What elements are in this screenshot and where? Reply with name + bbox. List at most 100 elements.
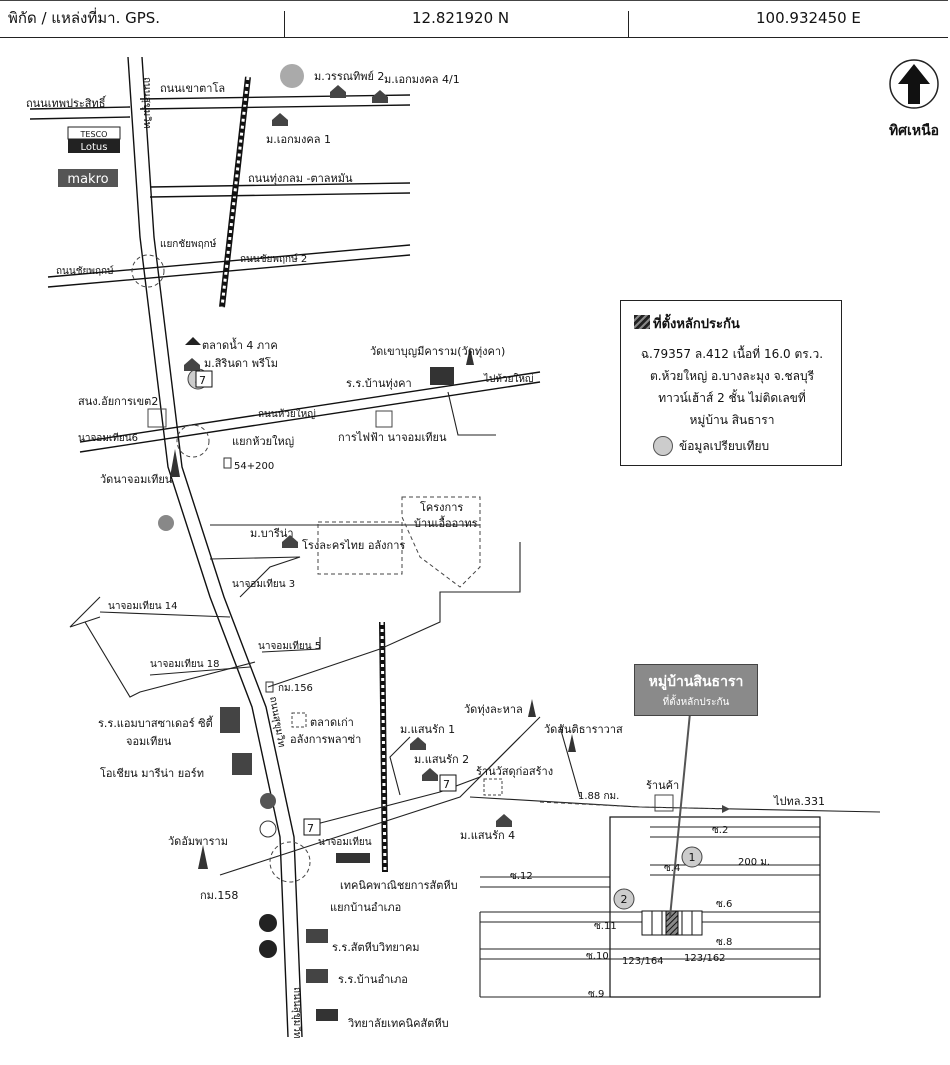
road-label: นาจอมเทียน 18 bbox=[150, 658, 220, 670]
place-label: กม.156 bbox=[278, 683, 313, 694]
callout-pointer bbox=[669, 712, 691, 918]
coordinate-header: พิกัด / แหล่งที่มา. GPS. 12.821920 N 100… bbox=[0, 0, 948, 38]
place-label: ร้านค้า bbox=[646, 779, 679, 792]
place-label: การไฟฟ้า นาจอมเทียน bbox=[338, 431, 447, 444]
legend-panel: ที่ตั้งหลักประกัน ฉ.79357 ล.412 เนื้อที่… bbox=[620, 300, 842, 466]
place-label: วิทยาลัยเทคนิคสัตหีบ bbox=[347, 1017, 448, 1030]
road-label: ถนนสุขุมวิท bbox=[141, 77, 152, 128]
place-label: ม.สิรินดา พรีโม bbox=[204, 356, 278, 370]
north-label: ทิศเหนือ bbox=[888, 123, 940, 139]
soi-label: ซ.10 bbox=[586, 951, 609, 962]
road-label: ถนนเขาตาโล bbox=[160, 81, 225, 95]
building-icon bbox=[220, 367, 454, 1021]
huai-yai-junction bbox=[176, 424, 210, 458]
soi-label: ซ.2 bbox=[712, 825, 728, 836]
place-label: ม.แสนรัก 4 bbox=[460, 829, 515, 842]
place-label: วัดสันติธาราวาส bbox=[544, 723, 623, 736]
north-indicator: ทิศเหนือ bbox=[884, 58, 944, 139]
place-label: ร้านวัสดุก่อสร้าง bbox=[476, 765, 553, 778]
distance-label: 1.88 กม. bbox=[578, 791, 619, 802]
compare-circle-icon bbox=[653, 436, 673, 456]
place-label: ม.แสนรัก 1 bbox=[400, 723, 455, 736]
soi-label: ซ.4 bbox=[664, 863, 680, 874]
place-label: ร.ร.บ้านอำเภอ bbox=[338, 973, 408, 986]
place-label: แยกบ้านอำเภอ bbox=[330, 901, 401, 914]
place-label: ร.ร.บ้านทุ่งคา bbox=[346, 377, 412, 390]
svg-text:TESCO: TESCO bbox=[80, 130, 108, 139]
place-label: ร.ร.สัตหีบวิทยาคม bbox=[332, 941, 420, 954]
distance-route bbox=[539, 801, 731, 810]
marker-box-icon bbox=[147, 408, 674, 812]
place-label: วัดเขาบุญมีคาราม(วัดทุ่งคา) bbox=[370, 345, 505, 358]
km-marker-icon bbox=[223, 457, 274, 693]
header-divider bbox=[284, 11, 285, 37]
road-label: ถนนสุขุมวิท bbox=[267, 696, 287, 749]
soi-label: ซ.11 bbox=[594, 921, 617, 932]
seven-eleven-icon: 7 7 7 bbox=[195, 370, 457, 836]
place-label: ม.บารีน่า bbox=[250, 527, 294, 540]
road-label: นาจอมเทียน 14 bbox=[108, 600, 178, 612]
location-map: 1 2 3 7 bbox=[26, 56, 881, 1038]
place-label: กม.158 bbox=[200, 889, 238, 902]
railway-line bbox=[219, 76, 388, 873]
place-label: สนง.อัยการเขต2 bbox=[78, 395, 158, 408]
road-label: ถนนทุ่งกลม -ตาลหมัน bbox=[248, 172, 353, 185]
svg-text:2: 2 bbox=[621, 893, 628, 906]
legend-title: ที่ตั้งหลักประกัน bbox=[653, 317, 740, 332]
project-boundary bbox=[401, 496, 481, 588]
makro-logo: makro bbox=[58, 169, 118, 187]
svg-text:7: 7 bbox=[307, 822, 314, 835]
road-label: นาจอมเทียน 3 bbox=[232, 578, 295, 590]
road-label: นาจอมเทียน 5 bbox=[258, 640, 321, 652]
temple-icon bbox=[170, 337, 576, 869]
road-label: นาจอมเทียน bbox=[318, 836, 372, 848]
place-label: วัดอัมพาราม bbox=[168, 835, 228, 848]
house-number-label: 123/164 bbox=[622, 956, 664, 967]
road-network bbox=[29, 94, 881, 888]
soi-label: ซ.8 bbox=[716, 937, 732, 948]
tesco-lotus-logo: TESCO Lotus bbox=[67, 126, 121, 153]
north-arrow-icon bbox=[889, 59, 939, 109]
road-label: ถนนชัยพฤกษ์ bbox=[56, 265, 114, 277]
svg-text:makro: makro bbox=[67, 172, 108, 187]
place-label: อลังการพลาซ่า bbox=[290, 733, 361, 746]
place-label: เทคนิคพาณิชยการสัตหีบ bbox=[340, 879, 458, 892]
road-label: ไปห้วยใหญ่ bbox=[483, 373, 533, 385]
place-label: ตลาดน้ำ 4 ภาค bbox=[202, 337, 278, 352]
road-label: ถนนเทพประสิทธิ์ bbox=[26, 95, 107, 110]
place-label: บ้านเอื้ออาทร bbox=[414, 515, 478, 530]
distance-label: 200 ม. bbox=[738, 857, 770, 868]
road-label: ถนนห้วยใหญ่ bbox=[258, 408, 316, 420]
place-label: จอมเทียน bbox=[126, 735, 172, 748]
legend-village: หมู่บ้าน สินธารา bbox=[689, 413, 775, 427]
road-label: ไปทล.331 bbox=[773, 795, 825, 808]
place-label: ม.เอกมงคล 1 bbox=[266, 133, 331, 146]
svg-text:Lotus: Lotus bbox=[81, 142, 108, 153]
place-label: ร.ร.แอมบาสซาเดอร์ ซิตี้ bbox=[98, 715, 214, 730]
svg-text:1: 1 bbox=[689, 851, 696, 864]
soi-label: ซ.9 bbox=[588, 989, 604, 1000]
place-label: แยกชัยพฤกษ์ bbox=[160, 238, 217, 250]
place-label: ตลาดเก่า bbox=[310, 716, 354, 729]
amphoe-junction bbox=[269, 841, 311, 883]
place-label: ม.แสนรัก 2 bbox=[414, 753, 469, 766]
place-label: โรงละครไทย อลังการ bbox=[302, 538, 405, 552]
longitude-value: 100.932450 E bbox=[756, 9, 861, 27]
sukhumvit-highway bbox=[127, 56, 303, 1038]
road-label: ถนนชัยพฤกษ์ 2 bbox=[240, 253, 307, 265]
collateral-callout: หมู่บ้านสินธารา ที่ตั้งหลักประกัน bbox=[634, 664, 758, 716]
legend-deed: ฉ.79357 ล.412 เนื้อที่ 16.0 ตร.ว. bbox=[640, 347, 824, 361]
place-label: 54+200 bbox=[234, 461, 274, 472]
legend-compare: ข้อมูลเปรียบเทียบ bbox=[679, 439, 770, 453]
chaiyaphruek-junction bbox=[131, 254, 165, 288]
callout-subtitle: ที่ตั้งหลักประกัน bbox=[662, 697, 730, 708]
collateral-swatch-icon bbox=[634, 315, 650, 329]
legend-address: ต.ห้วยใหญ่ อ.บางละมุง จ.ชลบุรี bbox=[649, 369, 815, 383]
soi-label: ซ.12 bbox=[510, 871, 533, 882]
svg-text:7: 7 bbox=[199, 374, 206, 387]
soi-label: ซ.6 bbox=[716, 899, 732, 910]
house-icon bbox=[184, 85, 512, 827]
road-label: ถนนสุขุมวิท bbox=[291, 987, 302, 1038]
gas-station-icon bbox=[158, 64, 304, 958]
legend-type: ทาวน์เฮ้าส์ 2 ชั้น ไม่ติดเลขที่ bbox=[658, 391, 806, 405]
